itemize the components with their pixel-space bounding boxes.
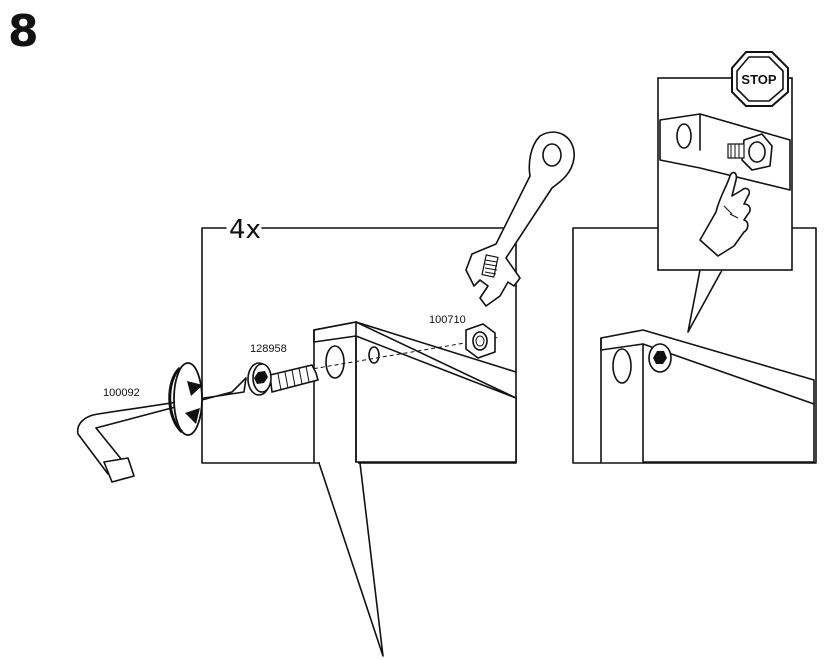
part-label-bolt: 128958 [250, 343, 287, 355]
result-frame [572, 227, 817, 464]
rotation-arrow-icon [168, 362, 203, 436]
part-label-allen-key: 100092 [103, 387, 140, 399]
nut-icon [465, 323, 496, 359]
step-number: 8 [8, 6, 39, 57]
part-label-nut: 100710 [429, 314, 466, 326]
bolt-icon [247, 362, 319, 396]
hand-icon [699, 171, 751, 257]
cabinet-panel [299, 321, 517, 463]
wrench-icon [465, 131, 575, 307]
stop-sign-text: STOP [741, 72, 776, 87]
callout-pointer [318, 462, 384, 657]
quantity-label: 4x [229, 215, 261, 245]
zoom-detail [657, 77, 793, 271]
stop-sign-icon: STOP [731, 51, 789, 107]
allen-key-icon [76, 377, 247, 483]
